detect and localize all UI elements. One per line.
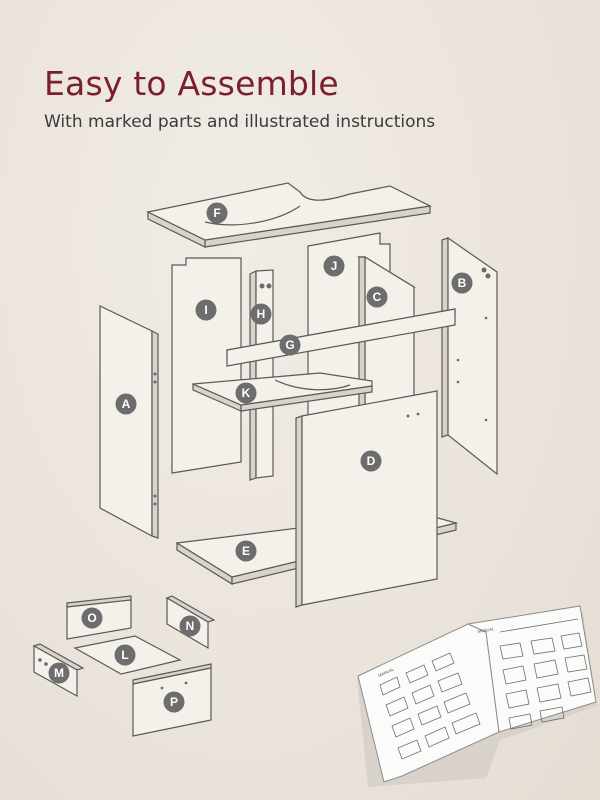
part-c-label: C: [373, 290, 382, 304]
page-subtitle: With marked parts and illustrated instru…: [44, 112, 436, 132]
part-i-label: I: [204, 303, 207, 317]
part-l-drawer-bottom: L: [73, 635, 182, 675]
part-e-label: E: [242, 544, 250, 558]
part-d-front-panel: D: [295, 390, 438, 608]
part-g-horizontal-rail: G: [226, 308, 456, 367]
part-d-label: D: [367, 454, 376, 468]
part-f-label: F: [213, 206, 220, 220]
part-k-shelf: K: [192, 372, 373, 412]
part-b-right-side-panel: B: [441, 236, 498, 476]
part-p-drawer-front: P: [132, 663, 212, 737]
part-h-label: H: [257, 307, 266, 321]
part-l-label: L: [121, 648, 128, 662]
part-m-drawer-side: M: [32, 643, 85, 698]
part-k-label: K: [242, 386, 251, 400]
manual-right-header: MANUAL: [477, 626, 495, 634]
part-n-label: N: [186, 619, 195, 633]
part-j-label: J: [331, 259, 338, 273]
page-title: Easy to Assemble: [44, 64, 339, 103]
part-f-top-panel: F: [146, 182, 432, 248]
part-b-label: B: [458, 276, 467, 290]
part-h-vertical-post: H: [249, 269, 274, 481]
part-i-back-panel: I: [171, 257, 242, 474]
part-o-drawer-back: O: [66, 595, 132, 640]
manual-right-page: [466, 605, 597, 733]
part-a-left-side-panel: A: [99, 305, 159, 539]
instruction-manual-illustration: MANUAL MANUAL: [357, 605, 597, 787]
manual-left-header: MANUAL: [377, 666, 395, 678]
part-g-label: G: [285, 338, 294, 352]
part-o-label: O: [87, 611, 96, 625]
part-n-drawer-side: N: [165, 595, 216, 650]
part-m-label: M: [54, 666, 64, 680]
part-p-label: P: [170, 695, 178, 709]
part-a-label: A: [122, 397, 131, 411]
